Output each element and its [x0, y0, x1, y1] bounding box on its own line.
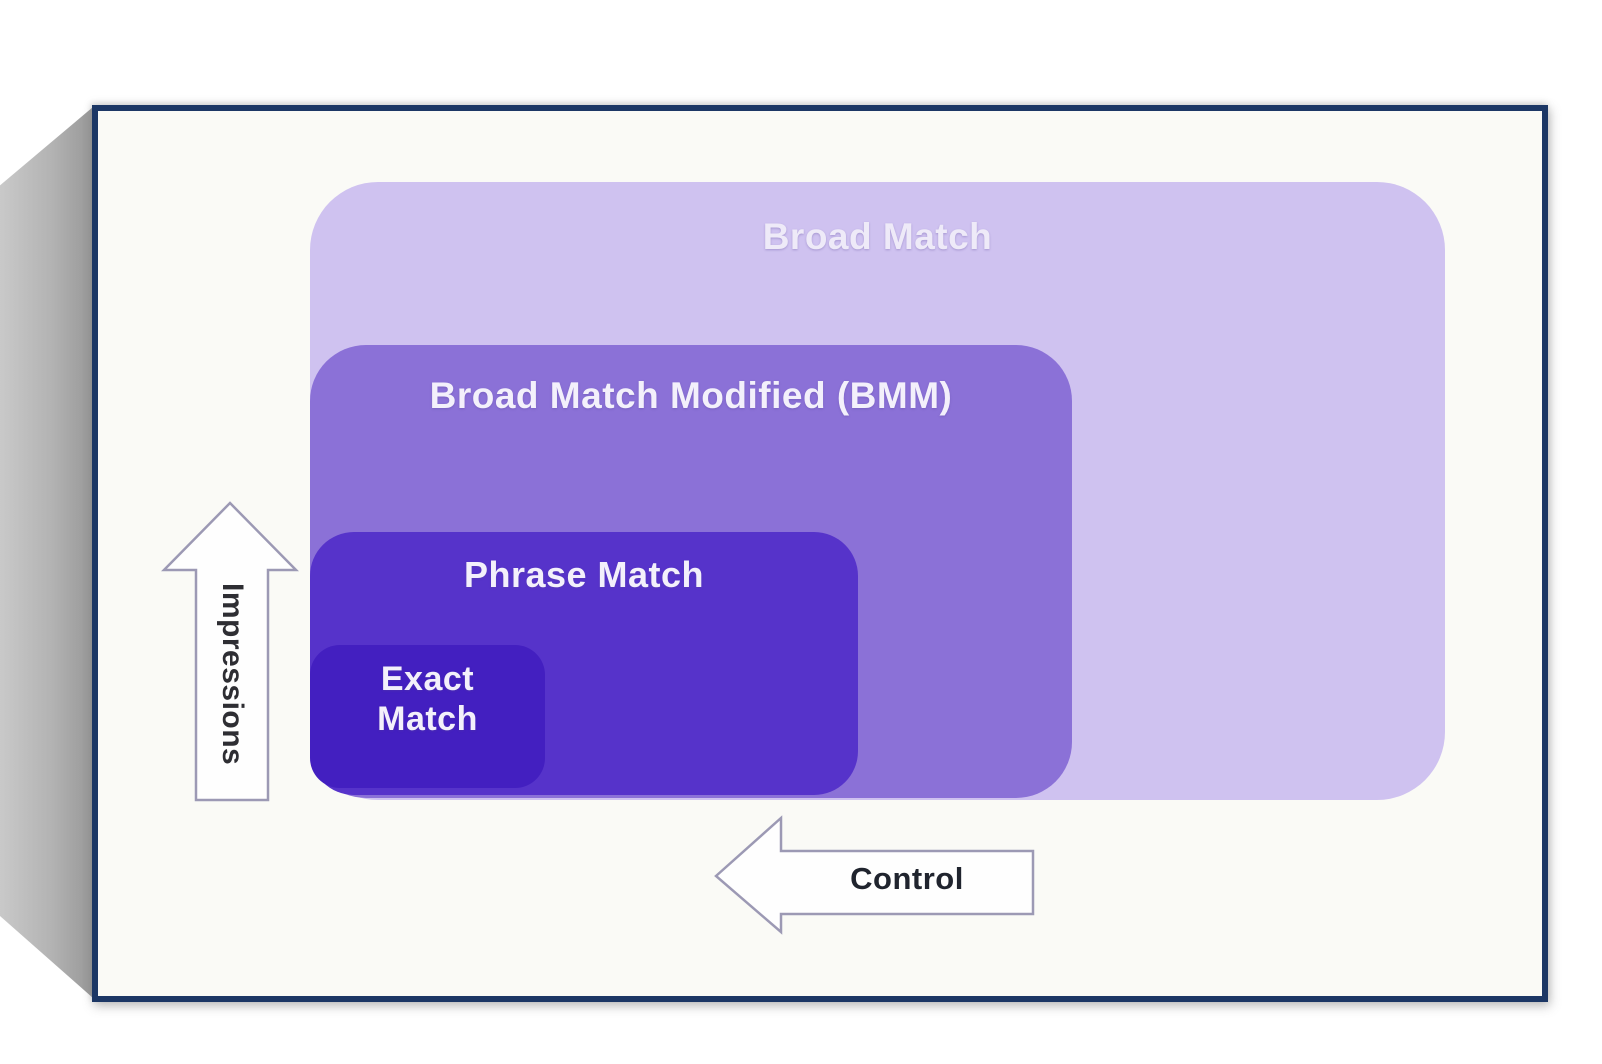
exact-match-label: Exact Match	[377, 660, 478, 738]
exact-match-box: Exact Match	[310, 645, 545, 788]
broad-match-modified-label: Broad Match Modified (BMM)	[429, 375, 953, 416]
control-axis-label: Control	[850, 861, 964, 896]
page-edge-shadow	[0, 107, 93, 998]
phrase-match-label: Phrase Match	[463, 554, 705, 595]
broad-match-label: Broad Match	[762, 216, 993, 257]
impressions-axis-label: Impressions	[216, 582, 249, 766]
